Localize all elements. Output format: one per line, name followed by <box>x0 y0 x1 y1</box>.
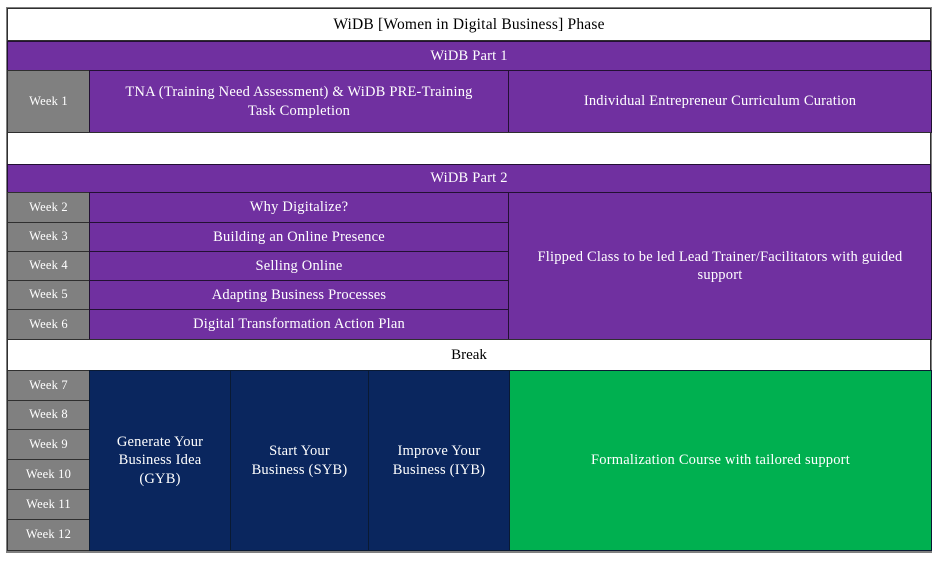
table-frame: WiDB [Women in Digital Business] Phase W… <box>6 7 932 553</box>
week-cell-4: Week 4 <box>7 251 90 281</box>
part1-support-cell: Individual Entrepreneur Curriculum Curat… <box>508 70 932 133</box>
part2-topic-cell-5: Adapting Business Processes <box>89 280 509 310</box>
week-cell-12: Week 12 <box>7 519 90 551</box>
week-cell-10: Week 10 <box>7 459 90 490</box>
week-cell-9: Week 9 <box>7 429 90 460</box>
course-block-gyb: Generate Your Business Idea (GYB) <box>89 370 231 551</box>
part2-topic-cell-2: Why Digitalize? <box>89 192 509 223</box>
band-part-1: WiDB Part 1 <box>7 41 931 71</box>
week-cell-1: Week 1 <box>7 70 90 133</box>
week-cell-7: Week 7 <box>7 370 90 401</box>
week-cell-11: Week 11 <box>7 489 90 520</box>
week-cell-2: Week 2 <box>7 192 90 223</box>
part3-support-cell: Formalization Course with tailored suppo… <box>509 370 932 551</box>
week-cell-8: Week 8 <box>7 400 90 430</box>
week-cell-5: Week 5 <box>7 280 90 310</box>
part2-topic-cell-6: Digital Transformation Action Plan <box>89 309 509 340</box>
part2-topic-cell-3: Building an Online Presence <box>89 222 509 252</box>
part2-support-cell: Flipped Class to be led Lead Trainer/Fac… <box>508 192 932 340</box>
course-block-iyb: Improve Your Business (IYB) <box>368 370 510 551</box>
part1-activity-cell: TNA (Training Need Assessment) & WiDB PR… <box>89 70 509 133</box>
break-row: Break <box>7 339 931 371</box>
week-cell-6: Week 6 <box>7 309 90 340</box>
band-part-2: WiDB Part 2 <box>7 164 931 193</box>
page-title: WiDB [Women in Digital Business] Phase <box>7 8 931 41</box>
week-cell-3: Week 3 <box>7 222 90 252</box>
part2-topic-cell-4: Selling Online <box>89 251 509 281</box>
spacer-row <box>7 132 931 165</box>
course-block-syb: Start Your Business (SYB) <box>230 370 369 551</box>
